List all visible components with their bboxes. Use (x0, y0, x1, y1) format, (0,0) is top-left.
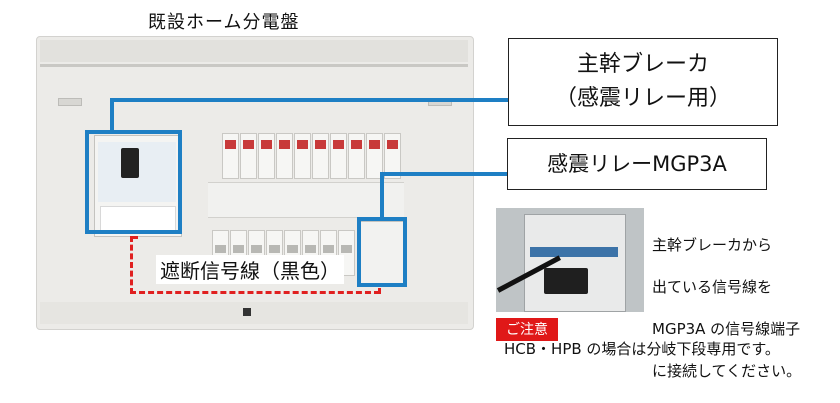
signal-wire-right (378, 288, 381, 294)
branch-breaker (222, 133, 239, 179)
signal-wire-label: 遮断信号線（黒色） (156, 255, 344, 284)
panel-middle-strip (208, 182, 404, 218)
branch-breaker (366, 133, 383, 179)
signal-wire-bottom (130, 291, 380, 294)
caution-badge: ご注意 (496, 318, 558, 341)
panel-top-cover (40, 40, 468, 62)
relay-photo-device (524, 214, 626, 312)
main-breaker-highlight (85, 130, 182, 234)
panel-rail (40, 64, 468, 67)
main-breaker-callout-line1: 主幹ブレーカ (576, 52, 709, 77)
relay-photo-terminal (544, 268, 588, 294)
instruction-line3: MGP3A の信号線端子 (652, 320, 801, 338)
instruction-line4: に接続してください。 (652, 362, 802, 380)
branch-breaker (312, 133, 329, 179)
panel-lock-icon (243, 308, 251, 316)
branch-breaker (330, 133, 347, 179)
relay-photo-band (530, 247, 618, 257)
branch-breaker (240, 133, 257, 179)
main-breaker-label-plate (100, 206, 176, 234)
panel-title: 既設ホーム分電盤 (148, 12, 300, 33)
branch-breaker (276, 133, 293, 179)
main-breaker-callout-line2: （感震リレー用） (554, 86, 731, 111)
relay-leader-vertical (380, 172, 384, 219)
relay-callout: 感震リレーMGP3A (507, 138, 767, 190)
main-breaker-leader-vertical (110, 98, 114, 134)
branch-breaker (258, 133, 275, 179)
main-breaker-callout: 主幹ブレーカ （感震リレー用） (508, 38, 778, 126)
panel-hinge-left (58, 98, 82, 106)
wiring-instruction: 主幹ブレーカから 出ている信号線を MGP3A の信号線端子 に接続してください… (652, 214, 801, 403)
main-breaker-leader-horizontal (110, 98, 510, 102)
instruction-line2: 出ている信号線を (652, 278, 773, 296)
branch-breaker (294, 133, 311, 179)
signal-wire-left (130, 236, 133, 294)
signal-wire-top-stub (130, 236, 138, 239)
main-breaker-lever (121, 148, 139, 178)
branch-breaker (384, 133, 401, 179)
relay-leader-horizontal (380, 172, 509, 176)
branch-breaker (348, 133, 365, 179)
instruction-line1: 主幹ブレーカから (652, 236, 773, 254)
relay-highlight (357, 217, 407, 287)
panel-bottom-cover (40, 302, 468, 324)
